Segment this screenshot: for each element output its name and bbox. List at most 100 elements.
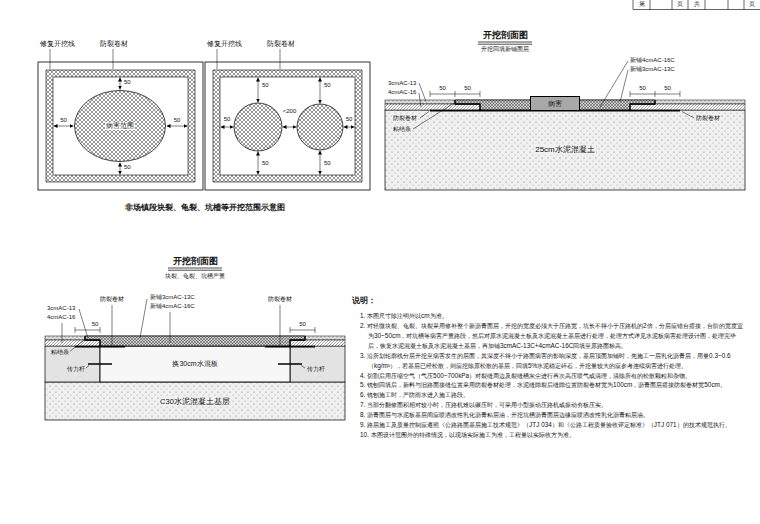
drawing-label: 50 [224,116,231,123]
drawing-label: 防裂卷材 [100,296,124,303]
drawing-label: 共 [694,1,700,8]
drawing-label: 块裂、龟裂、坑槽严重 [165,273,225,280]
table-lines [633,0,760,10]
drawing-label: 50 [464,85,471,92]
title-underline [168,268,222,270]
concrete-slab [385,110,745,190]
drawing-label: 50 [324,82,331,89]
dimension-line [283,127,297,128]
drawing-label: 50 [324,160,331,167]
membrane-ring [46,70,195,182]
dimension-line [54,126,74,127]
note-item: 10. 本图设计范围外的特殊情况，以现场实际施工为准，工程量以实际收方为准。 [360,430,748,440]
drawing-label: 3cmAC-13 [388,80,416,87]
dimension-line [258,152,259,175]
dimension-line [167,126,188,127]
dimension-line [258,78,259,103]
drawing-label: 50 [124,164,131,171]
drawing-label: 页 [749,1,755,8]
title-underline [478,42,532,44]
note-item: 7. 当部分翻修面积相对较小时，压路机难以碾压时，可采用小型振动压路机或振动夯板… [360,400,748,410]
drawing-label: 非场镇段块裂、龟裂、坑槽等开挖范围示意图 [125,203,285,212]
drawing-label: 4cmAC-16 [47,314,75,321]
drawing-label: 传力杆 [66,366,86,373]
new-asphalt [85,336,305,346]
drawing-label: 开挖剖面图 [173,256,218,266]
drawing-label: 50 [60,117,67,124]
dimension-line [320,78,321,104]
drawing-label: 50 [299,321,306,328]
drawing-label: 50 [439,85,446,92]
damage-area [75,91,166,162]
drawing-label: 防裂卷材 [268,296,292,303]
base-layer [45,382,345,420]
note-item: 9. 路层施工及质量控制应遵照《公路路面基层施工技术规范》（JTJ 034）和《… [360,420,748,430]
leader-line [62,299,305,368]
note-item: 4. 切割后用压缩空气（气压500~700kPa）对裂缝周边及裂缝槽灰尘进行再次… [360,371,748,381]
drawing-label: <200 [282,108,298,115]
drawing-label: 新铺3cmAC-13C [150,294,195,301]
damage-area [297,104,343,150]
drawing-label: 开挖剖面图 [483,30,528,40]
drawing-label: 新铺4cmAC-16C [630,57,675,64]
drawing-label: 粘结条 [392,126,412,133]
node-text: 病害 [547,100,563,108]
note-item: 2. 对轻微块裂、龟裂、块裂采用修补整个新沥青面层，开挖的宽度必须大于压路宽，坑… [360,321,748,351]
drawing-label: 50 [92,321,99,328]
section-bottom [45,268,345,420]
title-block [633,0,760,10]
drawing-label: 50 [174,117,181,124]
drawing-label: 防裂卷材 [695,115,721,122]
drawing-label: 新铺4cmAC-16C [150,303,195,310]
drawing-label: 50 [262,82,269,89]
dimension-line [320,151,321,175]
dimension-line [120,78,121,90]
drawing-label: 修复开挖线 [207,40,242,47]
drawing-label: 50 [124,79,131,86]
notes-block: 1. 本图尺寸除注明外以cm为准。2. 对轻微块裂、龟裂、块裂采用修补整个新沥青… [360,311,748,440]
node-text: C30水泥混凝土基层 [159,397,231,406]
leader-line [50,49,113,69]
drawing-label: 防裂卷材 [100,40,128,47]
drawing-label: 粘结条 [50,349,70,356]
new-slab [100,346,290,382]
note-item: 6. 铣刨施工时，严防雨水进入施工路段。 [360,390,748,400]
bond-strip [85,336,305,346]
drawing-label: 传力杆 [306,366,326,373]
node-text: 25cm水泥混凝土 [534,145,596,155]
dimension-line [221,127,234,128]
drawing-label: 50 [639,85,646,92]
drawing-label: 开挖回填新铺面层 [481,46,529,53]
leader-line [217,49,280,69]
drawing-label: 3cmAC-13 [47,305,75,312]
drawing-label: 防裂卷材 [392,115,418,122]
drawing-label: 50 [262,160,269,167]
drawing-label: 4cmAC-16 [388,89,416,96]
drawing-label: 第 [639,1,645,8]
plan-left [38,49,203,190]
membrane-ring [213,70,362,182]
node-text: 换30cm水混板 [171,360,218,368]
drawing-label: 50 [346,116,353,123]
drawing-label: 新铺3cmAC-13C [630,66,675,73]
note-item: 8. 沥青面层与水泥板基层间应喷洒改性乳化沥青粘层油，开挖坑槽沥青面层边缘应喷洒… [360,410,748,420]
layer-band: 25cm水泥混凝土 [385,110,745,190]
layer-band: C30水泥混凝土基层 [45,382,345,420]
dimension-line [120,163,121,175]
layer-band: 换30cm水混板 [100,346,290,382]
drawing-label: 防裂卷材 [267,40,295,47]
drawing-label: 说明： [352,297,376,306]
section-top [385,42,745,190]
drawing-label: 页 [677,1,683,8]
drawing-label: 50 [664,85,671,92]
slab-outline [205,62,370,190]
note-item: 3. 沿所划轮廓线分层开挖至病害发生的层面，其深度不得小于路面病害的影响深度，基… [360,351,748,371]
dimension-line [344,127,355,128]
slab-outline [38,62,203,190]
membrane [75,346,315,348]
drawing-label: 修复开挖线 [40,40,75,47]
damage-ellipse: 病害范围 [74,90,166,162]
